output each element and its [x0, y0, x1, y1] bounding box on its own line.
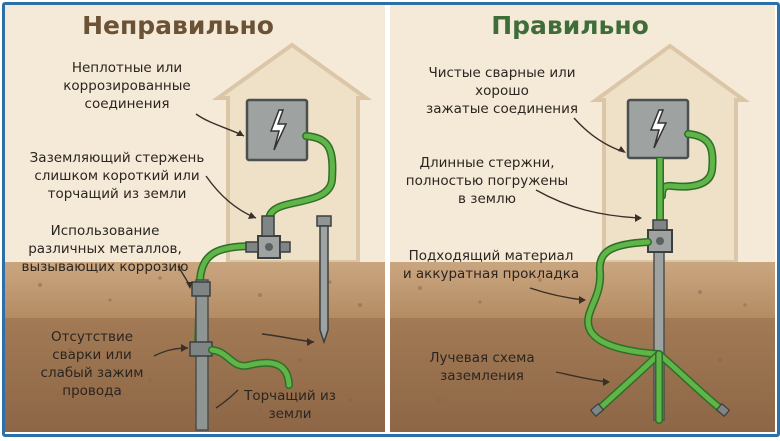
left-arrowheads	[181, 130, 314, 352]
label-metals-2: различных металлов,	[28, 241, 182, 257]
right-soil-top	[390, 262, 775, 318]
label-material-1: Подходящий материал	[409, 248, 574, 264]
label-long-rods-1: Длинные стержни,	[419, 155, 554, 171]
right-soil-deep	[390, 318, 775, 432]
label-weld-4: провода	[62, 383, 121, 399]
label-clean-3: зажатые соединения	[426, 101, 578, 117]
left-short-rod-head	[316, 215, 332, 227]
left-soil-specks	[38, 276, 362, 412]
right-title: Правильно	[491, 11, 649, 40]
label-long-rods-2: полностью погружены	[406, 173, 568, 189]
left-junction-side	[245, 241, 259, 253]
label-connections-2: коррозированные	[63, 78, 190, 94]
lightning-bolt-icon	[269, 109, 288, 151]
left-clamp-upper	[191, 281, 211, 297]
right-radial-ends	[589, 402, 731, 418]
label-weld-1: Отсутствие	[51, 329, 133, 345]
right-junction-bolt	[656, 237, 664, 245]
label-sticking-2: земли	[268, 406, 311, 422]
label-material-2: и аккуратная прокладка	[403, 266, 579, 282]
right-soil-specks	[418, 278, 747, 417]
label-sticking-1: Торчащий из	[243, 388, 336, 404]
left-title: Неправильно	[82, 11, 274, 40]
left-labels: Неплотные или коррозированные соединения…	[22, 60, 336, 422]
left-loose-wire	[209, 347, 292, 388]
label-short-rod-1: Заземляющий стержень	[30, 150, 205, 166]
left-junction-side-right	[279, 241, 291, 253]
lightning-bolt-icon	[649, 109, 668, 149]
label-connections-1: Неплотные или	[72, 60, 182, 76]
label-connections-3: соединения	[85, 96, 170, 112]
label-weld-3: слабый зажим	[41, 365, 144, 381]
right-radial-ground	[594, 350, 726, 424]
left-junction-top	[261, 215, 275, 237]
label-clean-1: Чистые сварные или	[428, 65, 575, 81]
left-panel: Неправильно Неплотные или коррозированны…	[5, 5, 385, 432]
left-short-rod	[319, 225, 329, 345]
left-junction-bolt	[265, 243, 273, 251]
label-radial-1: Лучевая схема	[429, 350, 534, 366]
label-short-rod-2: слишком короткий или	[34, 168, 199, 184]
panel-divider	[385, 5, 390, 432]
right-routed-wire	[585, 239, 661, 357]
label-weld-2: сварки или	[52, 347, 132, 363]
left-wire	[265, 133, 335, 231]
right-arrowheads	[579, 146, 642, 386]
label-clean-2: хорошо	[475, 83, 529, 99]
right-labels: Чистые сварные или хорошо зажатые соедин…	[403, 65, 579, 384]
label-metals-3: вызывающих коррозию	[22, 259, 189, 275]
label-radial-2: заземления	[440, 368, 524, 384]
label-metals-1: Использование	[51, 223, 160, 239]
label-long-rods-3: в землю	[458, 191, 516, 207]
label-short-rod-3: торчащий из земли	[48, 186, 187, 202]
right-panel: Правильно Чистые сварные или хорошо зажа…	[390, 5, 775, 432]
right-junction-top	[652, 219, 668, 231]
